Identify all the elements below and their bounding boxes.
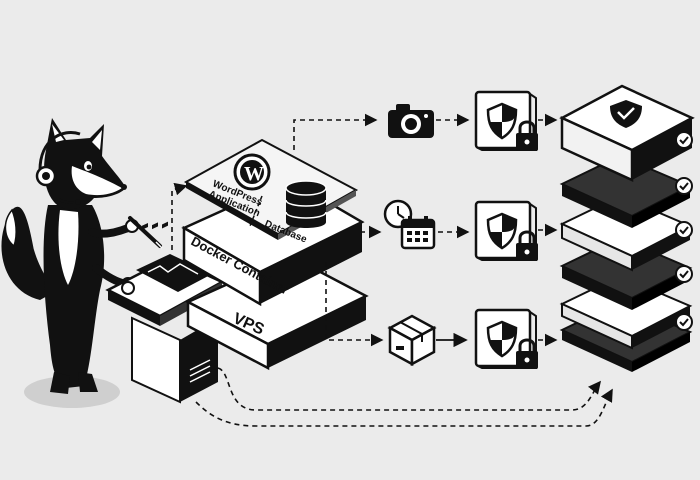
fox-body [43, 205, 105, 388]
console-keypad [142, 221, 168, 230]
headset-icon [35, 131, 81, 205]
application-panel: W WordPressApplication Database [183, 138, 359, 246]
arrow-into-stack [171, 182, 188, 250]
shield-icon [486, 320, 518, 358]
fox-mascot [1, 118, 163, 408]
console-screen [136, 254, 212, 292]
svg-text:W: W [244, 163, 264, 185]
security-box-3 [474, 308, 538, 369]
wordpress-icon: W [233, 153, 271, 191]
backup-storage-tower [559, 84, 695, 372]
shield-icon [486, 102, 518, 140]
database-icon [285, 180, 327, 228]
arrow-to-camera [293, 113, 378, 150]
shield-icon [486, 212, 518, 250]
calendar-icon [400, 216, 436, 250]
padlock-icon [516, 120, 538, 151]
panel-divider [249, 195, 263, 227]
arrow-console-to-storage-1 [217, 367, 601, 411]
flow-arrows [171, 113, 613, 427]
camera-icon [388, 104, 434, 138]
fox-shadow [24, 376, 120, 408]
arrow-console-to-storage-2 [195, 388, 613, 427]
package-icon [387, 314, 437, 367]
stylus-icon [128, 216, 163, 249]
padlock-icon [516, 230, 538, 261]
padlock-icon [516, 338, 538, 369]
console-knob [121, 281, 135, 295]
security-box-2 [474, 200, 538, 261]
security-box-1 [474, 90, 538, 151]
shield-check-icon [610, 100, 642, 128]
check-icon [675, 131, 693, 331]
